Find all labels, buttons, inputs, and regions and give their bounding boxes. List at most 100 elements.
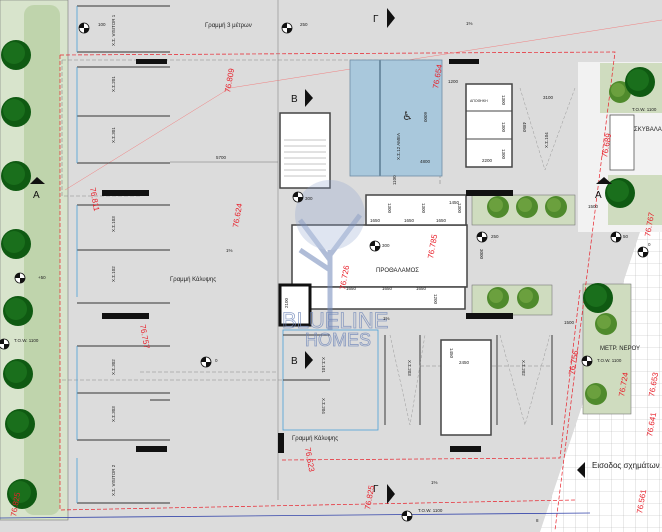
level: 76.767 bbox=[643, 211, 656, 237]
dimension: 1650 bbox=[416, 286, 427, 291]
spot-height: 0 bbox=[215, 358, 218, 363]
height-line-3m bbox=[64, 19, 662, 191]
level: 76.641 bbox=[645, 411, 658, 437]
coverage-line-label: Γραμμή Κάλυψης bbox=[170, 276, 216, 283]
level: 76.756 bbox=[567, 349, 580, 375]
level-annotations: 76.809 76.654 76.689 76.811 76.624 76.78… bbox=[9, 63, 660, 517]
section-a-left: A bbox=[33, 190, 40, 201]
lobby-room bbox=[291, 224, 468, 288]
dimension: 1200 bbox=[448, 79, 459, 84]
refuse-bins bbox=[609, 114, 635, 171]
dimension: 6000 bbox=[423, 112, 428, 123]
stall-diagonals bbox=[389, 87, 576, 426]
accessible-parking-bay bbox=[349, 59, 443, 177]
slope: 1% bbox=[226, 248, 233, 253]
tow-label: T.O.W. 1100 bbox=[632, 107, 657, 112]
entrance-label: Εισοδος σχημάτων bbox=[592, 461, 660, 470]
stall-visitor-1: Χ.Σ. VISITOR 1 bbox=[111, 14, 116, 46]
slope: 1% bbox=[466, 21, 473, 26]
dimension: 1650 bbox=[370, 218, 381, 223]
dimension-labels: 5700 1200 3100 6000 4800 1300 1300 1300 … bbox=[170, 79, 599, 365]
dimension: 1650 bbox=[404, 218, 415, 223]
stall-302: Χ.Σ.302 bbox=[111, 359, 116, 375]
wheelchair-icon: ♿ bbox=[402, 109, 413, 123]
spot-height: 250 bbox=[300, 22, 308, 27]
dimension: 4850 bbox=[522, 122, 527, 133]
storage-block-top bbox=[465, 83, 513, 168]
spot-height: 100 bbox=[98, 22, 106, 27]
dimension: 1300 bbox=[501, 149, 506, 160]
watermark-logo bbox=[295, 180, 365, 330]
dimension: 1500 bbox=[588, 204, 599, 209]
dimension: 4800 bbox=[420, 159, 431, 164]
level: 76.623 bbox=[303, 447, 316, 473]
stair-treads bbox=[284, 139, 326, 177]
stall-203: Χ.Σ.203 bbox=[407, 360, 412, 376]
dimension: 1300 bbox=[457, 203, 462, 214]
section-g-top: Γ bbox=[373, 14, 379, 25]
dimension: 1300 bbox=[387, 203, 392, 214]
stall-202: Χ.Σ.202 bbox=[521, 360, 526, 376]
refuse-label: ΣΚΥΒΑΛΑ bbox=[634, 127, 662, 133]
level: 76.785 bbox=[426, 233, 439, 259]
dimension: 3100 bbox=[543, 95, 554, 100]
spot-height: 0 bbox=[648, 242, 651, 247]
dimension: 1100 bbox=[392, 175, 397, 185]
spot-height: 300 bbox=[305, 196, 313, 201]
dimension: 1300 bbox=[501, 95, 506, 106]
dimension: 1200 bbox=[433, 294, 438, 305]
section-b-bottom: B bbox=[291, 356, 298, 367]
watermark-text-1: BLUELINE bbox=[282, 308, 388, 333]
stall-301: Χ.Σ.301 bbox=[111, 127, 116, 143]
dimension: 2200 bbox=[482, 158, 493, 163]
level: 76.561 bbox=[635, 488, 648, 514]
water-meter-label: ΜΕΤΡ. ΝΕΡΟΥ bbox=[600, 346, 640, 352]
dimension: 2450 bbox=[459, 360, 470, 365]
dimension: 2100 bbox=[284, 297, 289, 308]
spot-height: 300 bbox=[382, 243, 390, 248]
tow-label: T.O.W. 1100 bbox=[14, 338, 39, 343]
coverage-line-label: Γραμμή Κάλυψης bbox=[292, 435, 338, 442]
line-3m-label: Γραμμή 3 μέτρων bbox=[205, 22, 252, 29]
level: 76.724 bbox=[617, 371, 630, 397]
stall-303: Χ.Σ.303 bbox=[111, 406, 116, 422]
level: 76.624 bbox=[231, 202, 244, 228]
level: 76.653 bbox=[647, 371, 660, 397]
spot-height: 50 bbox=[623, 234, 629, 239]
level: 76.825 bbox=[9, 491, 22, 517]
lift-shaft bbox=[278, 283, 312, 327]
dimension: 5700 bbox=[216, 155, 227, 160]
dimension: 1500 bbox=[564, 320, 575, 325]
spot-height: 8 bbox=[536, 518, 539, 523]
stall-103: Χ.Σ.103 bbox=[111, 216, 116, 232]
stall-201: Χ.Σ.201 bbox=[111, 76, 116, 92]
level: 76.811 bbox=[88, 187, 101, 213]
stair-core bbox=[279, 112, 331, 189]
left-shrub-bed bbox=[24, 5, 60, 515]
slope: 1% bbox=[431, 480, 438, 485]
stall-102: Χ.Σ.102 bbox=[111, 266, 116, 282]
parking-stall-lines bbox=[77, 5, 553, 504]
stall-101: Χ.Σ.101 bbox=[321, 357, 326, 373]
watermark-text-2: HOMES bbox=[305, 330, 371, 350]
dimension: 1650 bbox=[436, 218, 447, 223]
tow-labels: T.O.W. 1100 T.O.W. 1100 T.O.W. 1100 T.O.… bbox=[14, 107, 657, 513]
parking-labels: Χ.Σ. VISITOR 1 Χ.Σ.201 Χ.Σ.301 Χ.Σ.103 Χ… bbox=[111, 14, 549, 496]
slope: 1% bbox=[383, 316, 390, 321]
dimension: 1650 bbox=[382, 286, 393, 291]
storage-row-top bbox=[365, 194, 467, 226]
dimension: 1450 bbox=[449, 200, 460, 205]
level: 76.757 bbox=[138, 324, 151, 350]
stall-12-accessible: Χ.Σ.12 ΑΜΕΑ bbox=[396, 133, 401, 160]
stall-104: Χ.Σ.104 bbox=[544, 132, 549, 148]
slope-labels: 1% 1% 1% 1% bbox=[226, 21, 473, 485]
tow-label: T.O.W. 1100 bbox=[418, 508, 443, 513]
spot-height: +50 bbox=[38, 275, 46, 280]
dimension: 1450 bbox=[449, 348, 454, 359]
section-arrows bbox=[30, 8, 612, 504]
level: 76.654 bbox=[431, 63, 444, 89]
dimension: 3000 bbox=[479, 249, 484, 260]
dimension: 1650 bbox=[346, 286, 357, 291]
spot-height: 250 bbox=[491, 234, 499, 239]
